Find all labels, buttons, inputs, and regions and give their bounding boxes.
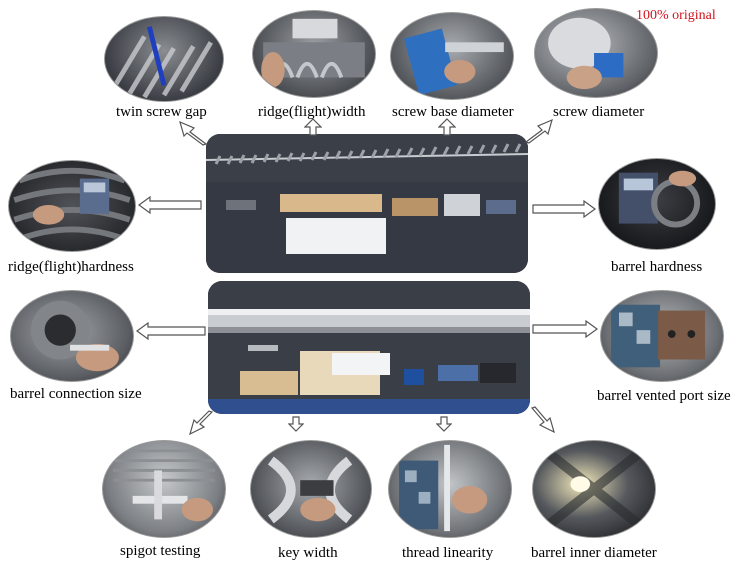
thread-linearity-photo	[388, 440, 512, 538]
arrow-down-right-icon	[530, 406, 555, 434]
ridge-flight-width-label: ridge(flight)width	[258, 104, 366, 120]
twin-screw-gap-photo	[104, 16, 224, 102]
arrow-right-icon	[532, 200, 596, 218]
key-width-label: key width	[278, 545, 338, 561]
barrel-inner-diameter-photo	[532, 440, 656, 538]
ridge-flight-width-photo	[252, 10, 376, 98]
ridge-flight-hardness-label: ridge(flight)hardness	[8, 259, 134, 275]
ridge-flight-hardness-photo	[8, 160, 136, 252]
barrel-connection-size-label: barrel connection size	[10, 386, 142, 402]
screw-base-diameter-label: screw base diameter	[392, 104, 514, 120]
arrow-up-right-icon	[524, 118, 553, 144]
screw-diameter-label: screw diameter	[553, 104, 645, 120]
arrow-right-icon	[532, 320, 598, 338]
arrow-down-left-icon	[189, 410, 214, 436]
spigot-testing-photo	[102, 440, 226, 538]
arrow-up-icon	[304, 118, 322, 136]
arrow-left-icon	[138, 196, 202, 214]
barrel-hardness-label: barrel hardness	[611, 259, 703, 275]
barrel-vented-port-size-label: barrel vented port size	[597, 388, 731, 404]
arrow-left-icon	[136, 322, 206, 340]
twin-screw-gap-label: twin screw gap	[116, 104, 207, 120]
arrow-up-icon	[438, 118, 456, 136]
arrow-down-icon	[436, 416, 452, 432]
barrel-vented-port-size-photo	[600, 290, 724, 382]
screw-diameter-photo	[534, 8, 658, 98]
arrow-down-icon	[288, 416, 304, 432]
barrel-connection-size-photo	[10, 290, 134, 382]
original-badge: 100% original	[636, 8, 716, 23]
screw-inspection-photo	[206, 134, 528, 273]
spigot-testing-label: spigot testing	[120, 543, 201, 559]
barrel-inspection-photo	[208, 281, 530, 414]
thread-linearity-label: thread linearity	[402, 545, 494, 561]
barrel-hardness-photo	[598, 158, 716, 250]
screw-base-diameter-photo	[390, 12, 514, 100]
key-width-photo	[250, 440, 372, 538]
arrow-up-left-icon	[179, 120, 208, 146]
barrel-inner-diameter-label: barrel inner diameter	[531, 545, 657, 561]
